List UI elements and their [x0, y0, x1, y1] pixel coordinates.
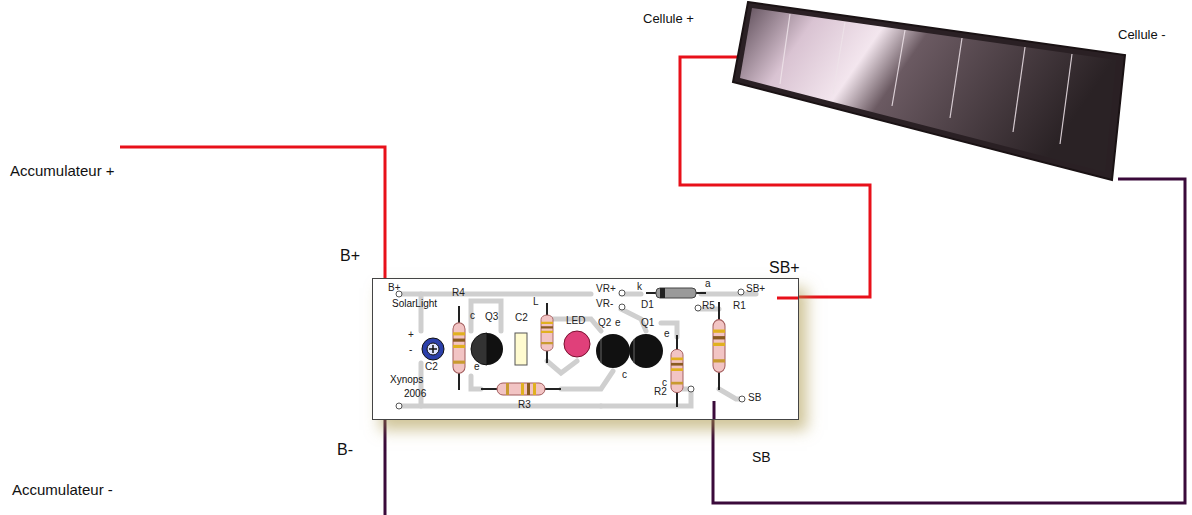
maker-silk: Xynops	[390, 375, 423, 385]
silkscreen-label: c	[470, 311, 475, 321]
cell-plus-label: Cellule +	[643, 12, 694, 25]
terminal-label: B+	[340, 248, 360, 264]
silkscreen-label: Q2	[598, 318, 611, 328]
silkscreen-label: LED	[566, 316, 585, 326]
solar-cell-image	[733, 2, 1125, 182]
battery-minus-wire	[384, 418, 387, 515]
silkscreen-label: c	[622, 370, 627, 380]
silkscreen-label: Q3	[485, 312, 498, 322]
cell-minus-label: Cellule -	[1118, 28, 1166, 41]
battery-plus-wire	[120, 147, 385, 279]
silkscreen-label: SB+	[746, 284, 765, 294]
terminal-label: SB	[752, 450, 771, 464]
silkscreen-label: e	[474, 362, 480, 372]
terminal-label: B-	[337, 442, 353, 458]
silkscreen-label: Q1	[641, 318, 654, 328]
silkscreen-label: R4	[452, 288, 465, 298]
silkscreen-label: a	[705, 279, 711, 289]
silkscreen-label: VR+	[596, 284, 616, 294]
silkscreen-label: SB	[748, 393, 761, 403]
silkscreen-label: R2	[654, 387, 667, 397]
silkscreen-label: e	[664, 329, 670, 339]
silkscreen-label: R5	[702, 301, 715, 311]
solarlight-silk: SolarLight	[392, 299, 437, 309]
pcb-board: SolarLightXynops 2006	[372, 278, 799, 420]
terminal-label: SB+	[769, 260, 800, 276]
silkscreen-label: VR-	[596, 299, 613, 309]
silkscreen-label: B+	[388, 283, 401, 293]
silkscreen-label: e	[615, 318, 621, 328]
wire-label: Accumulateur -	[12, 482, 113, 497]
silkscreen-label: L	[533, 297, 539, 307]
wire-label: Accumulateur +	[10, 163, 115, 178]
silkscreen-label: C2	[425, 362, 438, 372]
solar-cell: Cellule +Cellule -	[733, 2, 1125, 182]
silkscreen-label: -	[409, 345, 412, 355]
silkscreen-label: R3	[518, 400, 531, 410]
silkscreen-label: R1	[733, 301, 746, 311]
silkscreen-label: D1	[641, 300, 654, 310]
silkscreen-label: C2	[515, 313, 528, 323]
silkscreen-label: +	[408, 330, 414, 340]
year-silk: 2006	[404, 389, 426, 399]
silkscreen-label: k	[637, 282, 642, 292]
